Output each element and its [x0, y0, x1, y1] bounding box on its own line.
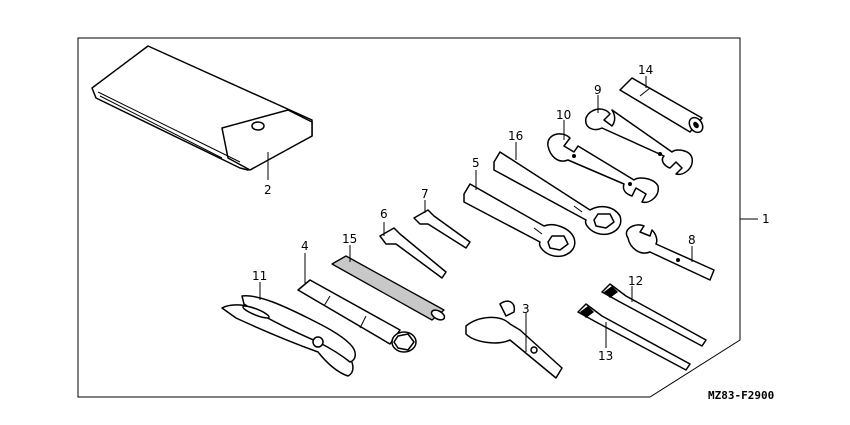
callout-4: 4 — [301, 239, 309, 253]
tool-bag — [91, 45, 313, 171]
wrench-5 — [463, 183, 576, 258]
wrench-8 — [625, 224, 715, 281]
callout-9: 9 — [594, 83, 602, 97]
pliers-11 — [221, 295, 356, 377]
hex-key-7 — [413, 209, 471, 249]
kit-boundary-frame — [77, 37, 741, 398]
callout-6: 6 — [380, 207, 388, 221]
callout-14: 14 — [638, 63, 653, 77]
callout-labels: 1 2 3 4 5 6 7 8 9 10 11 12 13 14 15 16 — [252, 63, 770, 363]
wrench-10 — [547, 133, 659, 204]
callout-12: 12 — [628, 274, 643, 288]
hex-key-6 — [379, 227, 447, 279]
callout-1: 1 — [762, 212, 770, 226]
handle-15 — [331, 255, 446, 321]
diagram-code: MZ83-F2900 — [708, 389, 774, 402]
plug-wrench-4 — [297, 279, 417, 353]
callout-8: 8 — [688, 233, 696, 247]
wrench-14 — [619, 77, 704, 134]
callout-5: 5 — [472, 156, 480, 170]
callout-10: 10 — [556, 108, 571, 122]
callout-13: 13 — [598, 349, 613, 363]
callout-7: 7 — [421, 187, 429, 201]
callout-3: 3 — [522, 302, 530, 316]
screwdriver-13 — [577, 303, 691, 371]
callout-11: 11 — [252, 269, 267, 283]
callout-15: 15 — [342, 232, 357, 246]
wrench-9 — [585, 108, 693, 176]
spanner-3 — [465, 300, 563, 379]
callout-16: 16 — [508, 129, 523, 143]
callout-2: 2 — [264, 183, 272, 197]
screwdriver-12 — [601, 283, 707, 347]
wrench-16 — [493, 151, 622, 236]
leader-lines — [259, 76, 758, 352]
